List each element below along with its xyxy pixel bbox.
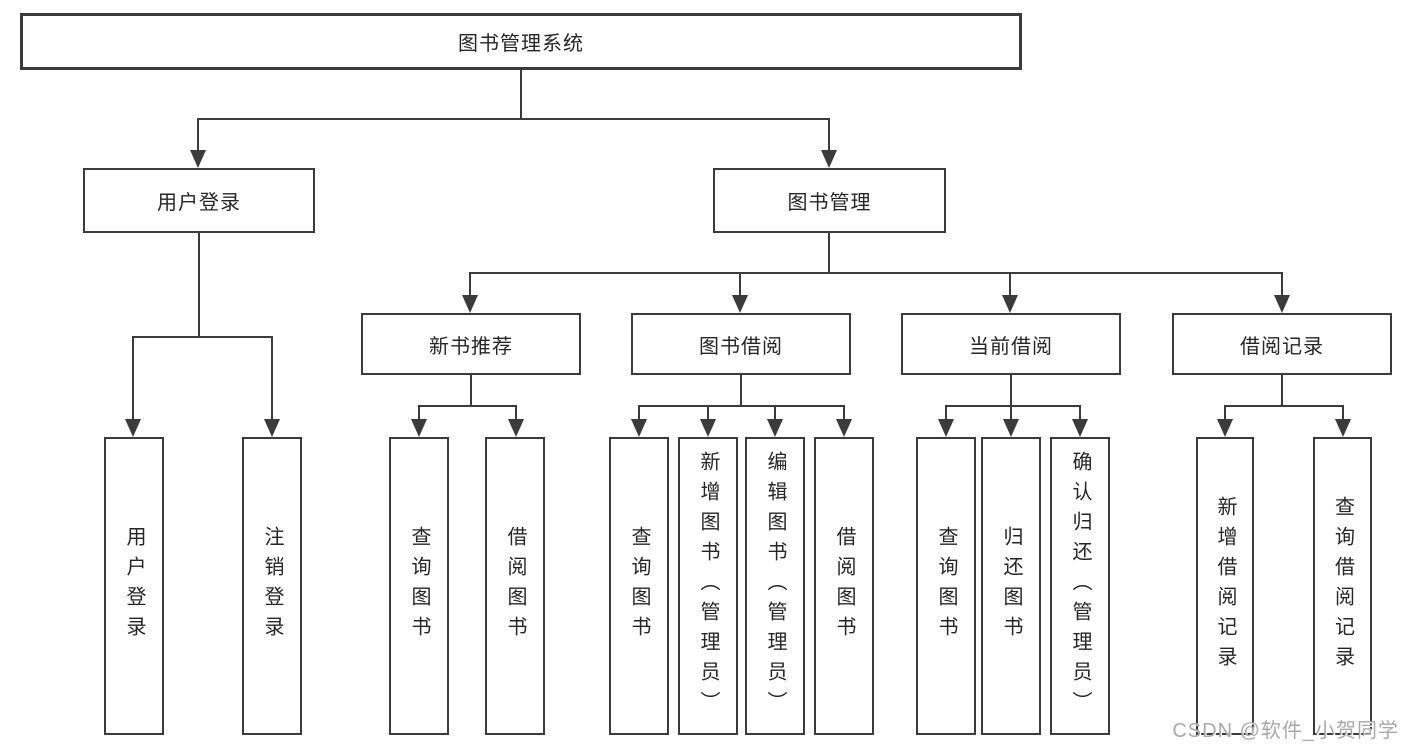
leaf-cb-confirm-return-admin: 确认归还（管理员） <box>1050 437 1110 735</box>
connector-line <box>1010 375 1012 407</box>
watermark: CSDN @软件_小贺同学 <box>1172 720 1399 742</box>
arrowhead-down-icon <box>821 150 837 168</box>
connector-line <box>469 272 471 296</box>
leaf-user-login: 用户登录 <box>104 437 164 735</box>
leaf-user-login-label: 用户登录 <box>123 526 145 646</box>
leaf-logout-login-label: 注销登录 <box>261 526 283 646</box>
arrowhead-down-icon <box>1072 419 1088 437</box>
leaf-nb-borrow-books: 借阅图书 <box>485 437 545 735</box>
arrowhead-down-icon <box>1274 295 1290 313</box>
leaf-bb-edit-books-admin: 编辑图书（管理员） <box>745 437 805 735</box>
arrowhead-down-icon <box>732 295 748 313</box>
arrowhead-down-icon <box>767 419 783 437</box>
arrowhead-down-icon <box>508 419 524 437</box>
connector-line <box>132 336 134 420</box>
node-user-login: 用户登录 <box>83 168 315 233</box>
connector-line <box>828 233 830 273</box>
node-user-login-label: 用户登录 <box>157 192 241 214</box>
connector-line <box>469 272 1283 274</box>
leaf-cb-confirm-return-admin-label: 确认归还（管理员） <box>1069 451 1091 721</box>
connector-line <box>1224 405 1226 420</box>
leaf-br-add-record-label: 新增借阅记录 <box>1214 496 1236 676</box>
connector-line <box>1281 272 1283 296</box>
leaf-br-query-record-label: 查询借阅记录 <box>1331 496 1354 676</box>
connector-line <box>197 118 830 120</box>
leaf-nb-borrow-books-label: 借阅图书 <box>504 526 526 646</box>
arrowhead-down-icon <box>190 150 206 168</box>
connector-line <box>945 405 947 420</box>
node-book-management: 图书管理 <box>713 168 946 233</box>
node-book-borrowing: 图书借阅 <box>631 313 851 375</box>
leaf-cb-query-books: 查询图书 <box>916 437 976 735</box>
connector-line <box>1009 272 1011 296</box>
node-new-book-recommend-label: 新书推荐 <box>429 335 513 358</box>
connector-line <box>418 405 517 407</box>
connector-line <box>132 336 273 338</box>
leaf-nb-query-books-label: 查询图书 <box>408 526 430 646</box>
connector-line <box>1079 405 1081 420</box>
arrowhead-down-icon <box>938 419 954 437</box>
arrowhead-down-icon <box>1335 419 1351 437</box>
arrowhead-down-icon <box>1003 419 1019 437</box>
arrowhead-down-icon <box>1217 419 1233 437</box>
arrowhead-down-icon <box>700 419 716 437</box>
node-root: 图书管理系统 <box>20 13 1022 70</box>
connector-line <box>418 405 420 420</box>
leaf-br-add-record: 新增借阅记录 <box>1196 437 1254 735</box>
connector-line <box>739 272 741 296</box>
connector-line <box>1010 405 1012 420</box>
arrowhead-down-icon <box>125 419 141 437</box>
leaf-bb-query-books: 查询图书 <box>609 437 669 735</box>
connector-line <box>1342 405 1344 420</box>
connector-line <box>843 405 845 420</box>
node-new-book-recommend: 新书推荐 <box>361 313 581 375</box>
arrowhead-down-icon <box>462 295 478 313</box>
arrowhead-down-icon <box>631 419 647 437</box>
connector-line <box>828 118 830 151</box>
leaf-nb-query-books: 查询图书 <box>389 437 449 735</box>
leaf-logout-login: 注销登录 <box>242 437 302 735</box>
leaf-cb-return-books-label: 归还图书 <box>1000 526 1022 646</box>
arrowhead-down-icon <box>1002 295 1018 313</box>
connector-line <box>638 405 845 407</box>
connector-line <box>945 405 1081 407</box>
leaf-bb-query-books-label: 查询图书 <box>628 526 650 646</box>
leaf-bb-borrow-books: 借阅图书 <box>814 437 874 735</box>
connector-line <box>707 405 709 420</box>
leaf-cb-return-books: 归还图书 <box>981 437 1041 735</box>
node-book-management-label: 图书管理 <box>787 192 872 214</box>
connector-line <box>271 336 273 420</box>
connector-line <box>197 118 199 151</box>
connector-line <box>1224 405 1344 407</box>
node-book-borrowing-label: 图书借阅 <box>699 335 783 358</box>
arrowhead-down-icon <box>264 419 280 437</box>
connector-line <box>740 375 742 407</box>
leaf-bb-edit-books-admin-label: 编辑图书（管理员） <box>764 451 786 721</box>
arrowhead-down-icon <box>411 419 427 437</box>
leaf-bb-borrow-books-label: 借阅图书 <box>833 526 855 646</box>
connector-line <box>774 405 776 420</box>
connector-line <box>520 70 522 119</box>
connector-line <box>198 233 200 337</box>
node-current-borrowing: 当前借阅 <box>901 313 1121 375</box>
connector-line <box>470 375 472 407</box>
node-borrowing-records-label: 借阅记录 <box>1240 335 1324 358</box>
leaf-br-query-record: 查询借阅记录 <box>1313 437 1372 735</box>
leaf-bb-add-books-admin-label: 新增图书（管理员） <box>697 451 719 721</box>
connector-line <box>1281 375 1283 407</box>
node-root-label: 图书管理系统 <box>458 33 584 55</box>
arrowhead-down-icon <box>836 419 852 437</box>
leaf-cb-query-books-label: 查询图书 <box>935 526 957 646</box>
leaf-bb-add-books-admin: 新增图书（管理员） <box>678 437 738 735</box>
node-current-borrowing-label: 当前借阅 <box>969 335 1053 358</box>
connector-line <box>515 405 517 420</box>
node-borrowing-records: 借阅记录 <box>1172 313 1392 375</box>
connector-line <box>638 405 640 420</box>
